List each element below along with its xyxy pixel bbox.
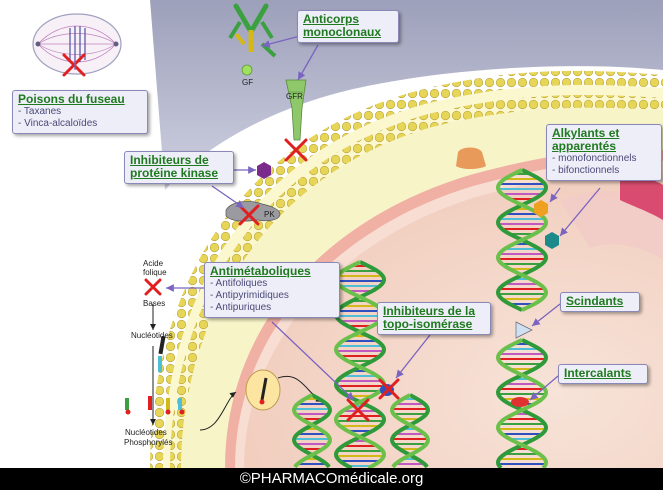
- dna-strand: [495, 338, 549, 468]
- growth-factor-icon: [241, 64, 253, 76]
- dna-strand: [495, 338, 549, 468]
- box-item: - bifonctionnels: [552, 165, 620, 176]
- box-scindants: Scindants: [560, 292, 640, 312]
- nucleotides-label: Nucléotides: [131, 331, 173, 340]
- alkylant-molecule-icon: [534, 200, 548, 217]
- box-title-1: Anticorps: [303, 12, 360, 26]
- box-title: Antimétaboliques: [210, 264, 311, 278]
- box-title-1: Inhibiteurs de: [130, 153, 209, 167]
- box-topo-isomerase: Inhibiteurs de la topo-isomérase: [377, 302, 491, 335]
- box-title-2: monoclonaux: [303, 25, 382, 39]
- cell-illustration: [32, 0, 663, 468]
- box-item: - monofonctionnels: [552, 153, 637, 164]
- nucleotide-icons: [125, 335, 185, 415]
- box-item: - Antipuriques: [210, 302, 272, 313]
- box-intercalants: Intercalants: [558, 364, 648, 384]
- nucleotides-p-label-1: Nucléotides: [125, 428, 167, 437]
- antibody-icon: [228, 3, 277, 58]
- box-item: - Antifoliques: [210, 278, 268, 289]
- box-title-2: topo-isomérase: [383, 317, 473, 331]
- box-inhibiteurs-kinase: Inhibiteurs de protéine kinase: [124, 151, 234, 184]
- box-title-1: Inhibiteurs de la: [383, 304, 476, 318]
- intercalant-molecule-icon: [511, 397, 529, 407]
- dna-strand: [292, 393, 332, 468]
- box-anticorps: Anticorps monoclonaux: [297, 10, 399, 43]
- box-title: Scindants: [566, 294, 624, 308]
- nucleotides-p-label-2: Phosphorylés: [124, 438, 173, 447]
- alkylant-molecule-2-icon: [545, 232, 559, 249]
- box-alkylants: Alkylants et apparentés - monofonctionne…: [546, 124, 662, 181]
- footer-caption: ©PHARMACOmédicale.org: [0, 468, 663, 490]
- pk-label: PK: [264, 210, 275, 219]
- receptor-icon: [285, 79, 307, 141]
- dna-strand: [390, 393, 430, 468]
- box-poisons-fuseau: Poisons du fuseau - Taxanes - Vinca-alca…: [12, 90, 148, 134]
- box-title-1: Alkylants et: [552, 126, 620, 140]
- box-item: - Vinca-alcaloïdes: [18, 118, 98, 129]
- inhibitor-molecule-icon: [257, 162, 271, 179]
- box-title-2: apparentés: [552, 139, 617, 153]
- box-title-2: protéine kinase: [130, 166, 219, 180]
- gf-label: GF: [242, 78, 254, 87]
- box-item: - Antipyrimidiques: [210, 290, 289, 301]
- folique-label: folique: [143, 268, 167, 277]
- acide-label: Acide: [143, 259, 164, 268]
- spindle-cell: [32, 13, 122, 77]
- dna-strand: [495, 168, 549, 312]
- gfr-label: GFR: [286, 92, 303, 101]
- box-antimetaboliques: Antimétaboliques - Antifoliques - Antipy…: [204, 262, 340, 318]
- box-title: Poisons du fuseau: [18, 92, 125, 106]
- dna-strand: [333, 260, 387, 468]
- scindant-molecule-icon: [515, 321, 533, 339]
- dna-helices: [292, 168, 549, 468]
- box-title: Intercalants: [564, 366, 632, 380]
- box-item: - Taxanes: [18, 106, 62, 117]
- bases-label: Bases: [143, 299, 166, 308]
